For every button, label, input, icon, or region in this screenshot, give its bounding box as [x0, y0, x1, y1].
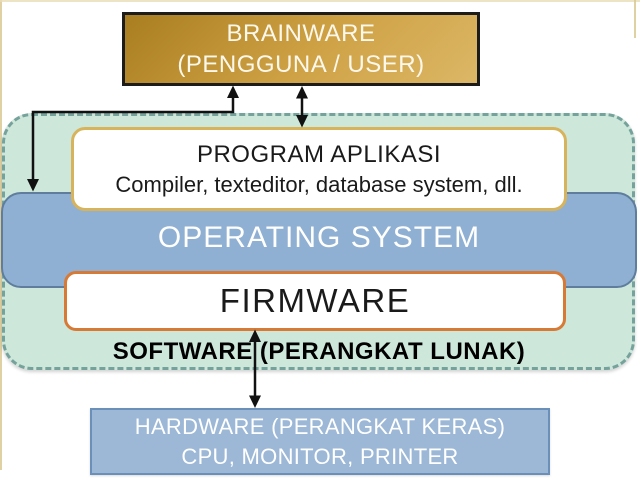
program-aplikasi-box: PROGRAM APLIKASI Compiler, texteditor, d… [71, 127, 567, 211]
slide-edge-right [634, 0, 636, 38]
hardware-box: HARDWARE (PERANGKAT KERAS) CPU, MONITOR,… [90, 408, 550, 475]
program-aplikasi-title: PROGRAM APLIKASI [196, 140, 442, 168]
firmware-box: FIRMWARE [64, 271, 566, 331]
software-group-label: SOFTWARE (PERANGKAT LUNAK) [112, 338, 526, 365]
brainware-title-line1: BRAINWARE [226, 19, 376, 47]
brainware-box: BRAINWARE (PENGGUNA / USER) [122, 12, 480, 86]
slide-edge-top [0, 0, 640, 2]
hardware-title-line1: HARDWARE (PERANGKAT KERAS) [134, 413, 506, 439]
firmware-label: FIRMWARE [219, 282, 411, 319]
brainware-title-line2: (PENGGUNA / USER) [177, 51, 425, 78]
operating-system-label: OPERATING SYSTEM [157, 221, 481, 254]
hardware-title-line2: CPU, MONITOR, PRINTER [181, 443, 459, 469]
program-aplikasi-subtitle: Compiler, texteditor, database system, d… [115, 171, 523, 197]
